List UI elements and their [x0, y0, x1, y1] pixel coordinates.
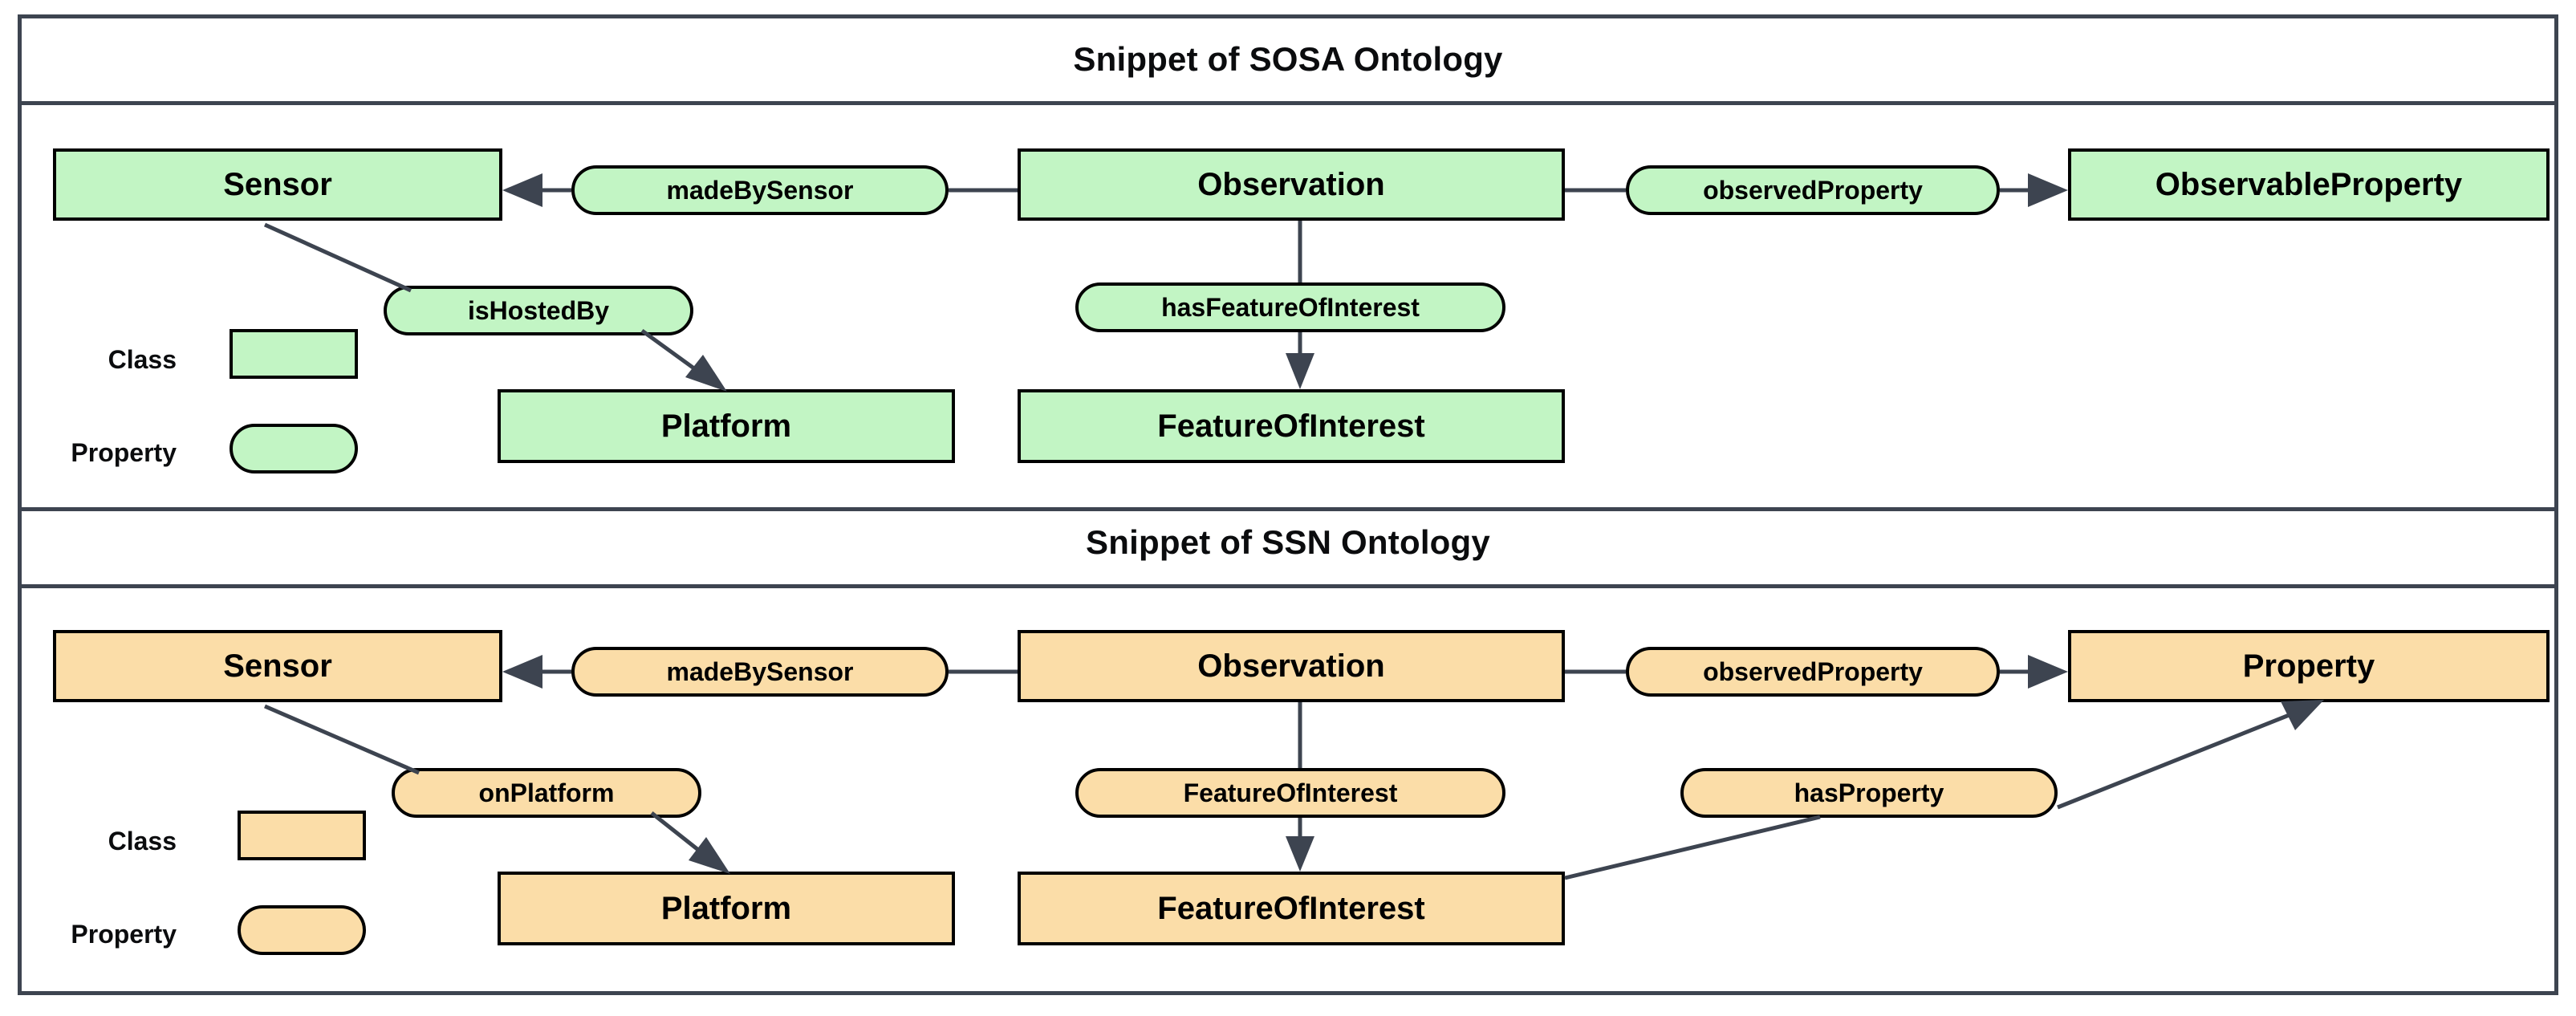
ssn-class-observation[interactable]: Observation	[1018, 630, 1565, 702]
sosa-property-observedproperty[interactable]: observedProperty	[1626, 165, 2000, 215]
sosa-property-hasfeatureofinterest[interactable]: hasFeatureOfInterest	[1075, 282, 1505, 332]
ssn-class-platform[interactable]: Platform	[498, 872, 955, 945]
ssn-class-featureofinterest[interactable]: FeatureOfInterest	[1018, 872, 1565, 945]
ssn-legend-property-swatch	[238, 905, 366, 955]
ssn-property-hasproperty-label: hasProperty	[1794, 778, 1944, 807]
ssn-class-sensor-label: Sensor	[223, 648, 332, 684]
ssn-property-hasproperty[interactable]: hasProperty	[1680, 768, 2058, 818]
sosa-property-observedproperty-label: observedProperty	[1703, 176, 1923, 205]
sosa-class-observableproperty-label: ObservableProperty	[2155, 167, 2463, 202]
sosa-class-observation[interactable]: Observation	[1018, 148, 1565, 221]
sosa-legend-property-label: Property	[71, 438, 177, 467]
sosa-property-ishostedby-label: isHostedBy	[467, 296, 610, 325]
ssn-property-onplatform[interactable]: onPlatform	[392, 768, 701, 818]
ssn-band-title: Snippet of SSN Ontology	[1086, 523, 1490, 561]
ssn-legend-property-label: Property	[71, 920, 177, 949]
sosa-class-featureofinterest[interactable]: FeatureOfInterest	[1018, 389, 1565, 463]
sosa-class-observation-label: Observation	[1197, 167, 1385, 202]
ssn-class-observation-label: Observation	[1197, 648, 1385, 684]
ssn-class-property-label: Property	[2242, 648, 2375, 684]
sosa-property-madebysensor[interactable]: madeBySensor	[571, 165, 949, 215]
sosa-band-title: Snippet of SOSA Ontology	[1073, 40, 1503, 78]
ssn-class-sensor[interactable]: Sensor	[53, 630, 502, 702]
sosa-property-hasfeatureofinterest-label: hasFeatureOfInterest	[1161, 293, 1420, 322]
ssn-property-featureofinterest[interactable]: FeatureOfInterest	[1075, 768, 1505, 818]
sosa-class-featureofinterest-label: FeatureOfInterest	[1157, 408, 1425, 444]
ssn-property-madebysensor[interactable]: madeBySensor	[571, 647, 949, 697]
sosa-property-madebysensor-label: madeBySensor	[666, 176, 854, 205]
ssn-property-onplatform-label: onPlatform	[478, 778, 615, 807]
ssn-class-featureofinterest-label: FeatureOfInterest	[1157, 891, 1425, 926]
sosa-property-ishostedby[interactable]: isHostedBy	[384, 286, 693, 335]
sosa-legend-class-label: Class	[108, 345, 177, 374]
sosa-class-platform-label: Platform	[660, 408, 792, 444]
ssn-property-observedproperty[interactable]: observedProperty	[1626, 647, 2000, 697]
ssn-property-madebysensor-label: madeBySensor	[666, 657, 854, 686]
sosa-legend-property-swatch	[230, 424, 358, 473]
sosa-class-sensor[interactable]: Sensor	[53, 148, 502, 221]
sosa-class-observableproperty[interactable]: ObservableProperty	[2068, 148, 2550, 221]
ssn-property-observedproperty-label: observedProperty	[1703, 657, 1923, 686]
figure-outer-frame	[18, 14, 2558, 995]
sosa-legend-class-swatch	[230, 329, 358, 379]
sosa-class-platform[interactable]: Platform	[498, 389, 955, 463]
ssn-title-separator	[18, 584, 2558, 588]
ssn-class-property[interactable]: Property	[2068, 630, 2550, 702]
ssn-top-separator	[18, 507, 2558, 511]
sosa-title-separator	[18, 101, 2558, 105]
ssn-legend-class-label: Class	[108, 827, 177, 855]
ssn-class-platform-label: Platform	[660, 891, 792, 926]
ssn-legend-class-swatch	[238, 811, 366, 860]
ssn-property-featureofinterest-label: FeatureOfInterest	[1183, 778, 1398, 807]
sosa-class-sensor-label: Sensor	[223, 167, 332, 202]
